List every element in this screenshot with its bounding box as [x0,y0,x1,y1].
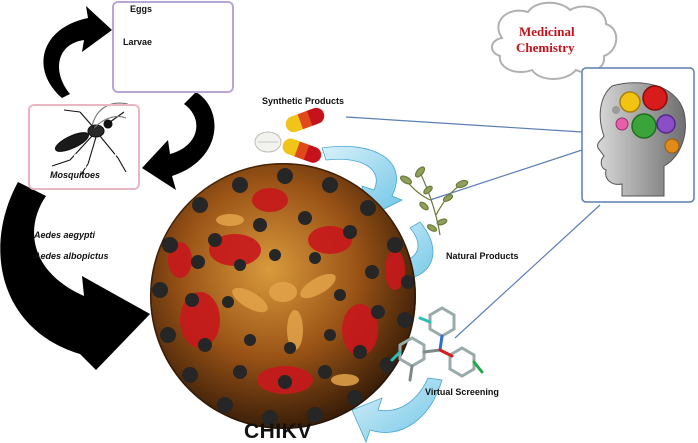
larvae-label: Larvae [123,37,153,47]
molecule-icon [390,306,484,382]
blue-arrow-1 [321,145,403,217]
head-gears-icon [581,67,695,203]
arrow-down-right [142,92,215,190]
virtual-screening-label: Virtual Screening [425,387,499,397]
aedes-albopictus-label: Aedes albopictus [34,251,109,261]
blue-arrow-3 [351,377,443,443]
plant-icon [399,166,469,236]
pill-icon [254,107,325,163]
natural-products-label: Natural Products [446,251,519,261]
synthetic-products-label: Synthetic Products [262,96,345,106]
mosquito-icon [51,102,129,177]
medicinal-chemistry-line2: Chemistry [516,40,575,55]
lifecycle-arrows [0,6,215,370]
medicinal-chemistry-line1: Medicinal [519,24,575,39]
arrow-big-curve [0,182,151,370]
mosquitoes-box [28,104,140,190]
connector-lines [345,116,601,339]
eggs-label: Eggs [130,4,153,14]
virus-particle [150,163,416,429]
arrow-up-left [43,6,112,98]
eggs-larvae-box [112,1,234,93]
virus-label: CHIKV [244,420,312,443]
mosquitoes-label: Mosquitoes [50,170,101,180]
aedes-aegypti-label: Aedes aegypti [34,230,96,240]
